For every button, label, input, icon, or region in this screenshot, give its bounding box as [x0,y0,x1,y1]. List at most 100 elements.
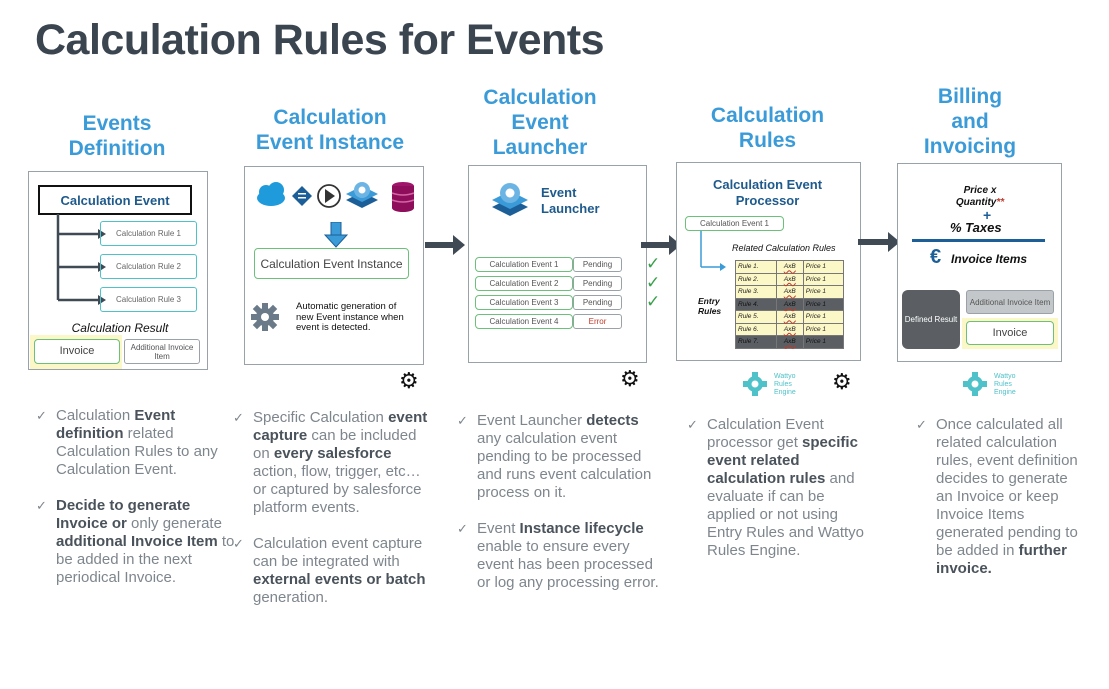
bullets-col4: ✓Calculation Event processor get specifi… [687,416,877,578]
event-row-name: Calculation Event 1 [475,257,573,272]
flow-icon [292,186,312,206]
flow-arrow [641,235,681,255]
calculation-event-box: Calculation Event [38,185,192,215]
event-row-name: Calculation Event 3 [475,295,573,310]
plus-icon: + [983,207,992,223]
flow-arrow [858,232,900,252]
flow-arrow [425,235,465,255]
database-icon [391,182,415,212]
rule-cell-price: Price 1 [802,297,845,311]
rule-cell-rule: Rule 5. [735,310,777,324]
euro-icon: € [930,246,942,268]
event-row-name: Calculation Event 4 [475,314,573,329]
wattyo-logo-icon [743,372,767,396]
bullets-col3: ✓Event Launcher detects any calculation … [457,412,662,610]
rule-cell-op: AxB [775,285,804,299]
rule-cell-rule: Rule 2. [735,272,777,286]
bullet-item: ✓Calculation Event processor get specifi… [687,416,865,559]
header-line: and [951,110,989,133]
price-quantity-label: Price x Quantity** [940,185,1020,209]
cloud-icon [257,182,285,206]
bullet-item: ✓Decide to generate Invoice or only gene… [36,497,235,586]
rule-cell-op: AxB [775,335,804,349]
event-row-status: Pending [573,276,622,291]
connector-arrow [700,231,726,271]
calculation-rule-box: Calculation Rule 1 [100,221,197,246]
invoice-box: Invoice [966,321,1054,345]
rule-cell-price: Price 1 [802,310,845,324]
rule-cell-rule: Rule 6. [735,322,777,336]
down-arrow-icon [324,222,348,248]
wattyo-logo-icon [963,372,987,396]
additional-invoice-item-box: Additional Invoice Item [124,339,200,364]
header-line: Launcher [492,136,588,159]
check-icon: ✓ [646,273,661,292]
header-line: Event Instance [255,131,405,154]
rule-cell-op: AxB [775,322,804,336]
checkmark-icon: ✓ [457,521,468,536]
stack-gear-icon [346,182,378,208]
header-line: Definition [68,137,166,160]
check-icon: ✓ [646,254,661,273]
event-row-status: Pending [573,257,622,272]
event-launcher-title: Event Launcher [541,185,600,216]
bullet-item: ✓Calculation event capture can be integr… [233,535,426,606]
entry-rules-label: Entry Rules [698,296,722,316]
page-title: Calculation Rules for Events [35,16,605,64]
checkmark-icon: ✓ [233,410,244,425]
event-row-status-error: Error [573,314,622,329]
bullet-item: ✓Once calculated all related calculation… [916,416,1078,577]
processor-title: Calculation Event Processor [712,177,823,208]
gear-icon: ⚙ [832,369,852,394]
price-mark: ** [996,197,1005,208]
calculation-result-label: Calculation Result [71,321,169,335]
rule-cell-rule: Rule 4. [735,297,777,311]
checkmark-icon: ✓ [687,417,698,432]
column-header-billing: Billing and Invoicing [910,84,1030,159]
column-header-event-instance: Calculation Event Instance [245,105,415,155]
checkmark-icon: ✓ [36,498,47,513]
calculation-rule-box: Calculation Rule 2 [100,254,197,279]
additional-invoice-item-box: Additional Invoice Item [966,290,1054,314]
column-header-event-launcher: Calculation Event Launcher [470,85,610,160]
rule-cell-op: AxB [775,297,804,311]
header-line: Calculation [483,86,597,109]
auto-generation-text: Automatic generation of new Event instan… [296,301,404,333]
price-line: Price x Quantity [955,185,997,208]
header-line: Calculation [710,104,825,127]
header-line: Calculation [273,106,387,129]
event-instance-box: Calculation Event Instance [254,248,409,279]
invoice-box: Invoice [34,339,120,364]
processor-event-box: Calculation Event 1 [685,216,784,231]
gear-icon [251,303,279,331]
rule-cell-op: AxB [775,272,804,286]
launcher-stack-icon [492,183,528,216]
divider [912,239,1045,242]
column-header-events-definition: Events Definition [57,111,177,161]
header-line: Billing [937,85,1003,108]
related-rules-label: Related Calculation Rules [732,243,836,253]
play-icon [317,184,341,208]
bullets-col2: ✓Specific Calculation event capture can … [233,409,433,625]
rule-cell-rule: Rule 7. [735,335,777,349]
rule-cell-rule: Rule 1. [735,260,777,274]
rule-cell-price: Price 1 [802,272,845,286]
defined-result-box: Defined Result [902,290,960,349]
bullets-col1: ✓Calculation Event definition related Ca… [36,407,241,605]
rule-cell-op: AxB [775,310,804,324]
invoice-items-label: Invoice Items [951,252,1028,266]
column-header-calculation-rules: Calculation Rules [695,103,840,153]
bullet-item: ✓Event Launcher detects any calculation … [457,412,652,501]
bullet-item: ✓Calculation Event definition related Ca… [36,407,218,478]
rule-cell-price: Price 1 [802,285,845,299]
gear-icon: ⚙ [620,366,640,391]
